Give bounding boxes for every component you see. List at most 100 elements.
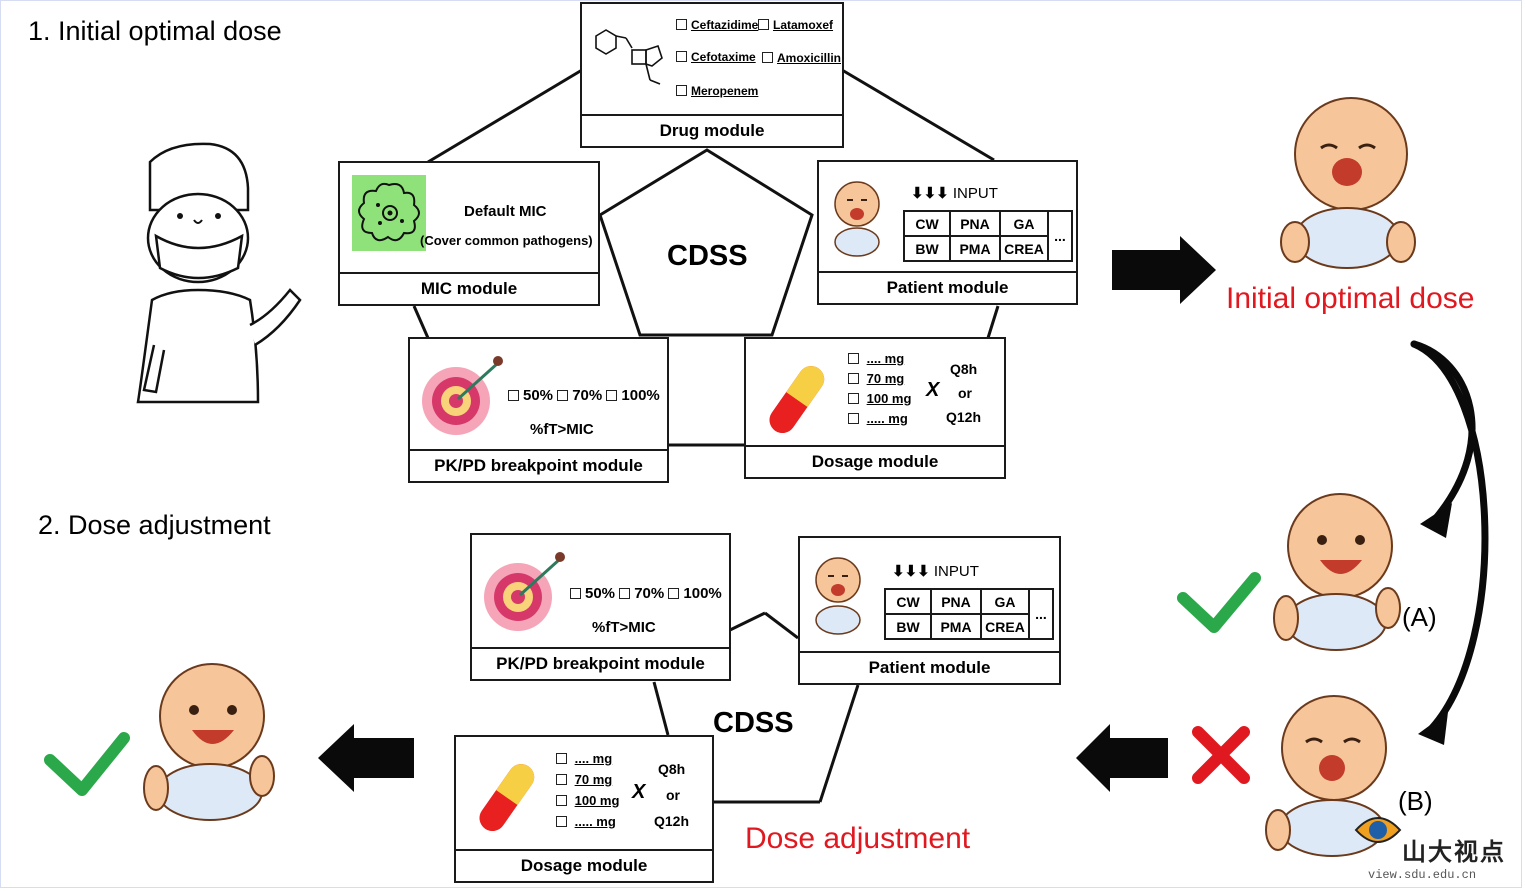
dose-option-0[interactable]: .... mg	[848, 351, 904, 366]
label-b: (B)	[1398, 786, 1433, 816]
pkpd-metric: %fT>MIC	[530, 421, 594, 438]
pkpd-option-label: 50%	[523, 387, 554, 404]
dose-option-2[interactable]: 100 mg	[556, 793, 619, 808]
dose-label: 70 mg	[574, 772, 613, 787]
dose-label: .... mg	[574, 751, 613, 766]
capsule-icon	[479, 764, 535, 832]
label-a: (A)	[1402, 602, 1437, 632]
drug-option-1[interactable]: Latamoxef	[758, 18, 833, 32]
pkpd-option-2[interactable]: 100%	[606, 387, 660, 404]
drug-module: Ceftazidime Latamoxef Cefotaxime Amoxici…	[580, 2, 844, 148]
pkpd-module-adjust: 50% 70% 100% %fT>MIC PK/PD breakpoint mo…	[470, 533, 731, 681]
crying-baby-b-icon	[1265, 695, 1387, 857]
checkbox-icon	[556, 774, 567, 785]
pkpd-option-label: 100%	[683, 585, 722, 602]
dose-option-1[interactable]: 70 mg	[556, 772, 612, 787]
target-icon	[422, 356, 503, 435]
mic-module: Default MIC (Cover common pathogens) MIC…	[338, 161, 600, 306]
pkpd-metric: %fT>MIC	[592, 619, 656, 636]
pkpd-option-1[interactable]: 70%	[557, 387, 602, 404]
crying-baby-large-icon	[1280, 97, 1416, 269]
param-cell: CW	[884, 588, 932, 615]
drug-name: Latamoxef	[773, 18, 834, 32]
dosage-module-label: Dosage module	[746, 445, 1004, 477]
drug-option-2[interactable]: Cefotaxime	[676, 50, 756, 64]
interval-or: or	[958, 385, 972, 401]
patient-module-label: Patient module	[819, 271, 1076, 303]
input-label: INPUT	[952, 185, 998, 202]
pkpd-option-label: 100%	[621, 387, 660, 404]
param-cell: BW	[903, 235, 951, 262]
pkpd-module: 50% 70% 100% %fT>MIC PK/PD breakpoint mo…	[408, 337, 669, 483]
pkpd-option-label: 70%	[634, 585, 665, 602]
dose-label: 100 mg	[574, 793, 620, 808]
patient-module-adjust: ⬇⬇⬇ INPUT CW PNA GA ... BW PMA CREA Pati…	[798, 536, 1061, 685]
mic-note: (Cover common pathogens)	[420, 233, 593, 248]
param-cell: BW	[884, 613, 932, 640]
pkpd-options: 50% 70% 100%	[508, 387, 660, 404]
dose-adjustment-caption: Dose adjustment	[745, 822, 971, 855]
initial-dose-caption: Initial optimal dose	[1226, 282, 1475, 315]
checkbox-icon	[848, 353, 859, 364]
checkbox-icon	[668, 588, 680, 599]
interval-q8h: Q8h	[950, 361, 978, 377]
watermark-logo-icon	[1354, 817, 1402, 843]
checkbox-icon	[570, 588, 581, 599]
pkpd-module-label: PK/PD breakpoint module	[472, 647, 729, 679]
pkpd-option-0[interactable]: 50%	[570, 585, 615, 602]
pkpd-option-2[interactable]: 100%	[668, 585, 722, 602]
block-arrows	[318, 236, 1216, 792]
dosage-module: .... mg 70 mg 100 mg ..... mg X Q8h or Q…	[744, 337, 1006, 479]
param-cell: PNA	[949, 210, 1001, 237]
checkbox-icon	[619, 588, 631, 599]
drug-option-3[interactable]: Amoxicillin	[762, 51, 841, 65]
input-label: INPUT	[933, 563, 979, 580]
dose-label: ..... mg	[574, 814, 616, 829]
patient-param-table: CW PNA GA ... BW PMA CREA	[903, 210, 1073, 262]
checkbox-icon	[848, 373, 859, 384]
molecule-icon	[595, 29, 663, 85]
dose-label: ..... mg	[866, 411, 908, 426]
checkbox-icon	[556, 753, 567, 764]
pkpd-option-1[interactable]: 70%	[619, 585, 664, 602]
pkpd-options-adjust: 50% 70% 100%	[570, 585, 722, 602]
dose-option-1[interactable]: 70 mg	[848, 371, 904, 386]
dosage-module-adjust: .... mg 70 mg 100 mg ..... mg X Q8h or Q…	[454, 735, 714, 883]
drug-option-4[interactable]: Meropenem	[676, 84, 758, 98]
dose-option-0[interactable]: .... mg	[556, 751, 612, 766]
checkbox-icon	[758, 19, 769, 30]
cdss-label-bottom: CDSS	[713, 707, 794, 739]
pkpd-module-label: PK/PD breakpoint module	[410, 449, 667, 481]
dose-label: .... mg	[866, 351, 905, 366]
drug-name: Cefotaxime	[691, 50, 756, 64]
section-title-initial: 1. Initial optimal dose	[28, 16, 282, 46]
checkbox-icon	[676, 51, 687, 62]
param-cell: CW	[903, 210, 951, 237]
dose-option-3[interactable]: ..... mg	[848, 411, 908, 426]
param-more: ...	[1047, 210, 1073, 262]
pkpd-option-label: 50%	[585, 585, 616, 602]
mic-module-label: MIC module	[340, 272, 598, 304]
patient-param-table: CW PNA GA ... BW PMA CREA	[884, 588, 1054, 640]
param-cell: CREA	[980, 613, 1030, 640]
checkbox-icon	[676, 19, 687, 30]
input-heading: ⬇⬇⬇ INPUT	[892, 563, 979, 580]
checkbox-icon	[606, 390, 618, 401]
capsule-icon	[769, 366, 825, 434]
checkbox-icon	[556, 816, 567, 827]
dose-label: 70 mg	[866, 371, 905, 386]
dose-option-2[interactable]: 100 mg	[848, 391, 911, 406]
checkbox-icon	[762, 52, 773, 63]
dose-label: 100 mg	[866, 391, 912, 406]
checkbox-icon	[508, 390, 519, 401]
happy-baby-final-icon	[143, 663, 275, 821]
patient-module: ⬇⬇⬇ INPUT CW PNA GA ... BW PMA CREA Pati…	[817, 160, 1078, 305]
dose-option-3[interactable]: ..... mg	[556, 814, 616, 829]
drug-option-0[interactable]: Ceftazidime	[676, 18, 758, 32]
interval-or: or	[666, 787, 680, 803]
pkpd-option-0[interactable]: 50%	[508, 387, 553, 404]
mic-default: Default MIC	[464, 203, 547, 220]
param-cell: CREA	[999, 235, 1049, 262]
